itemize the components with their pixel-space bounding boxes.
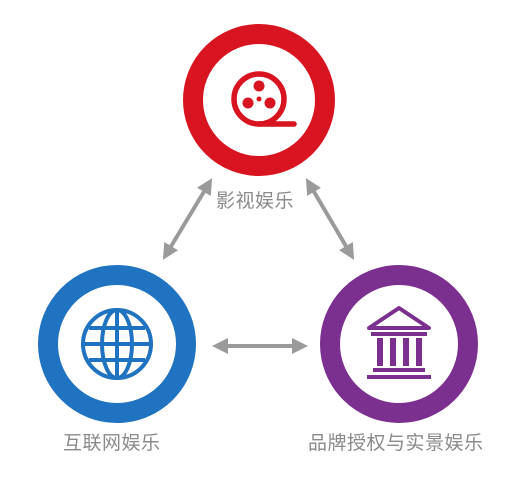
- museum-building-icon: [320, 265, 478, 423]
- arrow-film-brand: [305, 178, 355, 260]
- film-reel-icon: [183, 24, 335, 176]
- globe-icon: [38, 265, 196, 423]
- film-entertainment-node: [182, 23, 336, 177]
- internet-entertainment-node: [37, 264, 197, 424]
- brand-licensing-label: 品牌授权与实景娱乐: [308, 432, 484, 454]
- arrow-film-internet: [162, 178, 213, 260]
- brand-licensing-node: [319, 264, 479, 424]
- film-entertainment-label: 影视娱乐: [216, 190, 295, 212]
- internet-entertainment-label: 互联网娱乐: [63, 432, 161, 454]
